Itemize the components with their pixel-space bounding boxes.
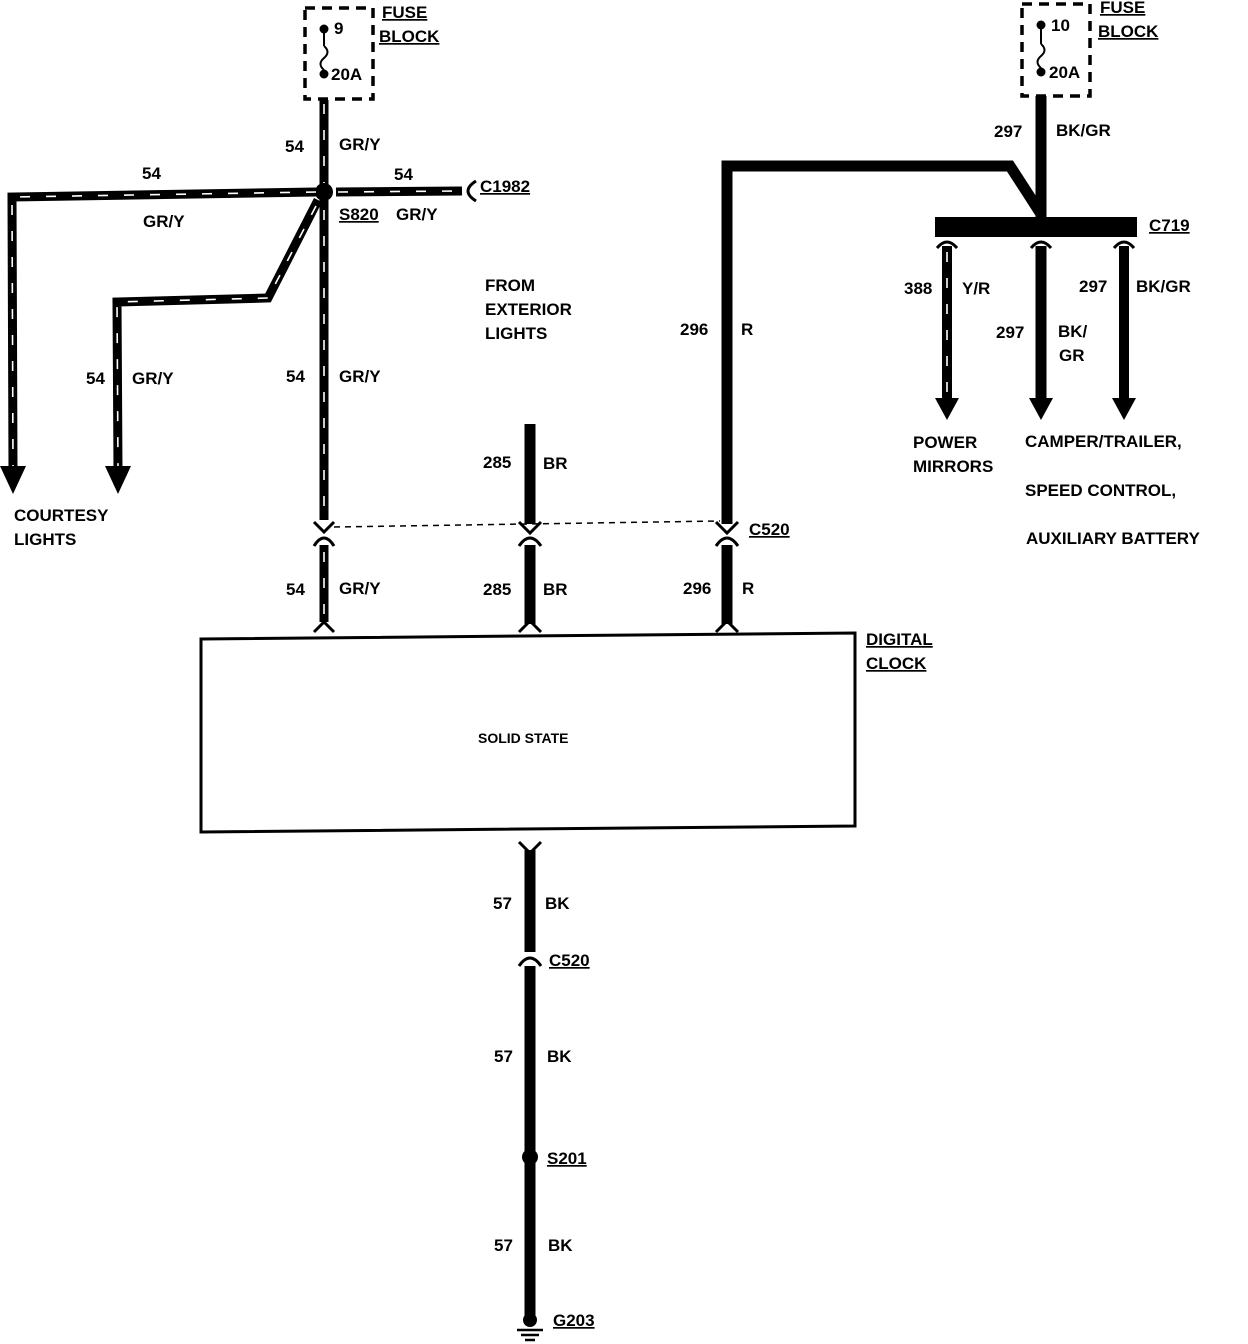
courtesy-lights-label-1: COURTESY	[14, 506, 109, 525]
wire-285-upper-circuit: 285	[483, 453, 511, 472]
exterior-lights-label-2: EXTERIOR	[485, 300, 572, 319]
fuse-10-terminal-bottom	[1036, 67, 1046, 77]
wire-297-mid-circuit: 297	[996, 323, 1024, 342]
fuse-9-block-title-2: BLOCK	[379, 27, 440, 46]
auxiliary-battery-label: AUXILIARY BATTERY	[1026, 529, 1200, 548]
splice-s201	[522, 1149, 538, 1165]
splice-s820	[315, 183, 333, 201]
wire-57-b-color: BK	[547, 1047, 572, 1066]
courtesy-lights-label-2: LIGHTS	[14, 530, 76, 549]
fuse-9-number: 9	[334, 19, 343, 38]
fuse-10-number: 10	[1051, 16, 1070, 35]
fuse-9-block-title-1: FUSE	[382, 3, 427, 22]
wire-285-upper-color: BR	[543, 454, 568, 473]
digital-clock-title-2: CLOCK	[866, 654, 927, 673]
wire-57-c-circuit: 57	[494, 1236, 513, 1255]
wire-296-upper	[721, 160, 1046, 524]
fuse-9-rating: 20A	[331, 65, 362, 84]
wire-285-clock-color: BR	[543, 580, 568, 599]
wire-54-right-color: GR/Y	[396, 205, 438, 224]
connector-c520-bottom-label: C520	[549, 951, 590, 970]
courtesy-lights-arrow	[0, 466, 26, 494]
digital-clock-body-label: SOLID STATE	[478, 730, 568, 746]
power-mirrors-arrow	[935, 398, 959, 420]
circuit-297	[935, 96, 1137, 420]
connector-c520-bottom-symbol	[517, 956, 543, 967]
connector-c1982-label: C1982	[480, 177, 530, 196]
wire-57-c-color: BK	[548, 1236, 573, 1255]
speed-control-label: SPEED CONTROL,	[1025, 481, 1176, 500]
wire-54-courtesy	[7, 187, 317, 471]
circuit-296	[714, 160, 1046, 634]
splice-s201-label: S201	[547, 1149, 587, 1168]
wire-57-a-color: BK	[545, 894, 570, 913]
wire-54-branch-color: GR/Y	[132, 369, 174, 388]
wire-296-upper-circuit: 296	[680, 320, 708, 339]
wire-57-a-circuit: 57	[493, 894, 512, 913]
wire-54-main-color: GR/Y	[339, 367, 381, 386]
fuse-9-box	[303, 6, 375, 101]
exterior-lights-label-3: LIGHTS	[485, 324, 547, 343]
power-mirrors-label-2: MIRRORS	[913, 457, 993, 476]
wire-296-upper-color: R	[741, 320, 753, 339]
wire-54-top-circuit: 54	[285, 137, 304, 156]
wire-297-mid-color-1: BK/	[1058, 322, 1088, 341]
digital-clock-title-1: DIGITAL	[866, 630, 933, 649]
camper-arrow	[1029, 398, 1053, 420]
connector-c719-label: C719	[1149, 216, 1190, 235]
fuse-10-rating: 20A	[1049, 63, 1080, 82]
wire-388-color: Y/R	[962, 279, 990, 298]
wire-388-circuit: 388	[904, 279, 932, 298]
wire-54-left-color: GR/Y	[143, 212, 185, 231]
wire-285-clock-circuit: 285	[483, 580, 511, 599]
fuse-9: 9 20A FUSE BLOCK	[303, 3, 440, 101]
wire-297-right-circuit: 297	[1079, 277, 1107, 296]
wire-296-clock-circuit: 296	[683, 579, 711, 598]
wire-57-b-circuit: 57	[494, 1047, 513, 1066]
auxiliary-arrow	[1112, 398, 1136, 420]
wire-54-top-color: GR/Y	[339, 135, 381, 154]
digital-clock: SOLID STATE DIGITAL CLOCK	[199, 630, 933, 834]
wire-297-top-circuit: 297	[994, 122, 1022, 141]
fuse-10-box	[1020, 2, 1092, 98]
circuit-57	[517, 840, 543, 1342]
wire-296-clock-color: R	[742, 579, 754, 598]
wire-54-clock-color: GR/Y	[339, 579, 381, 598]
circuit-54	[0, 100, 477, 634]
wire-54-left-circuit: 54	[142, 164, 161, 183]
connector-c520-top-label: C520	[749, 520, 790, 539]
fuse-10-block-title-2: BLOCK	[1098, 22, 1159, 41]
wire-54-clock-circuit: 54	[286, 580, 305, 599]
ground-g203-terminal	[523, 1313, 537, 1327]
circuit-285: FROM EXTERIOR LIGHTS	[485, 276, 572, 634]
wire-54-main-circuit: 54	[286, 367, 305, 386]
ground-g203-label: G203	[553, 1311, 595, 1330]
wire-297-top-color: BK/GR	[1056, 121, 1111, 140]
fuse-10-terminal-top	[1036, 20, 1046, 30]
fuse-9-terminal-bottom	[319, 69, 329, 79]
fuse-10: 10 20A FUSE BLOCK	[1020, 0, 1159, 98]
wire-54-branch	[112, 197, 323, 471]
fuse-9-terminal-top	[319, 24, 329, 34]
wire-297-right-color: BK/GR	[1136, 277, 1191, 296]
exterior-lights-label-1: FROM	[485, 276, 535, 295]
wire-54-branch-circuit: 54	[86, 369, 105, 388]
connector-c1982-symbol	[466, 179, 477, 203]
connector-c719-bar	[935, 217, 1137, 237]
fuse-10-block-title-1: FUSE	[1100, 0, 1145, 17]
camper-trailer-label: CAMPER/TRAILER,	[1025, 432, 1182, 451]
wire-54-right-circuit: 54	[394, 165, 413, 184]
branch-arrow	[105, 466, 131, 494]
power-mirrors-label-1: POWER	[913, 433, 977, 452]
digital-clock-box	[199, 631, 857, 834]
connector-c520-top-line	[333, 520, 721, 528]
wire-297-mid-color-2: GR	[1059, 346, 1085, 365]
splice-s820-label: S820	[339, 205, 379, 224]
